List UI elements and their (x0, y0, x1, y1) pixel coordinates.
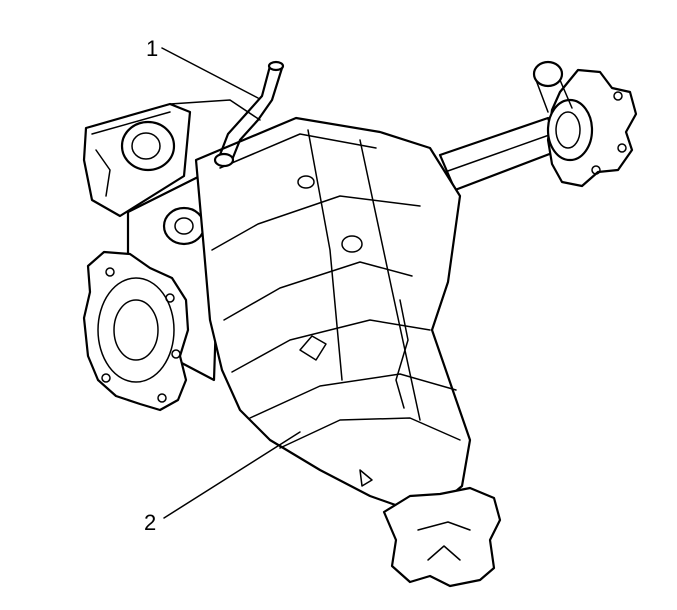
pinion-yoke (382, 486, 502, 588)
callout-2-label: 2 (144, 510, 157, 535)
left-mount-bracket (82, 99, 261, 218)
differential-carrier (194, 116, 472, 510)
right-hub-flange (532, 60, 638, 188)
left-output-flange (82, 250, 190, 412)
axle-tube-right (438, 116, 562, 192)
leader-line-1 (161, 47, 259, 99)
callout-1-label: 1 (146, 36, 159, 61)
leader-line-2 (163, 431, 301, 519)
vent-hose (213, 60, 285, 168)
